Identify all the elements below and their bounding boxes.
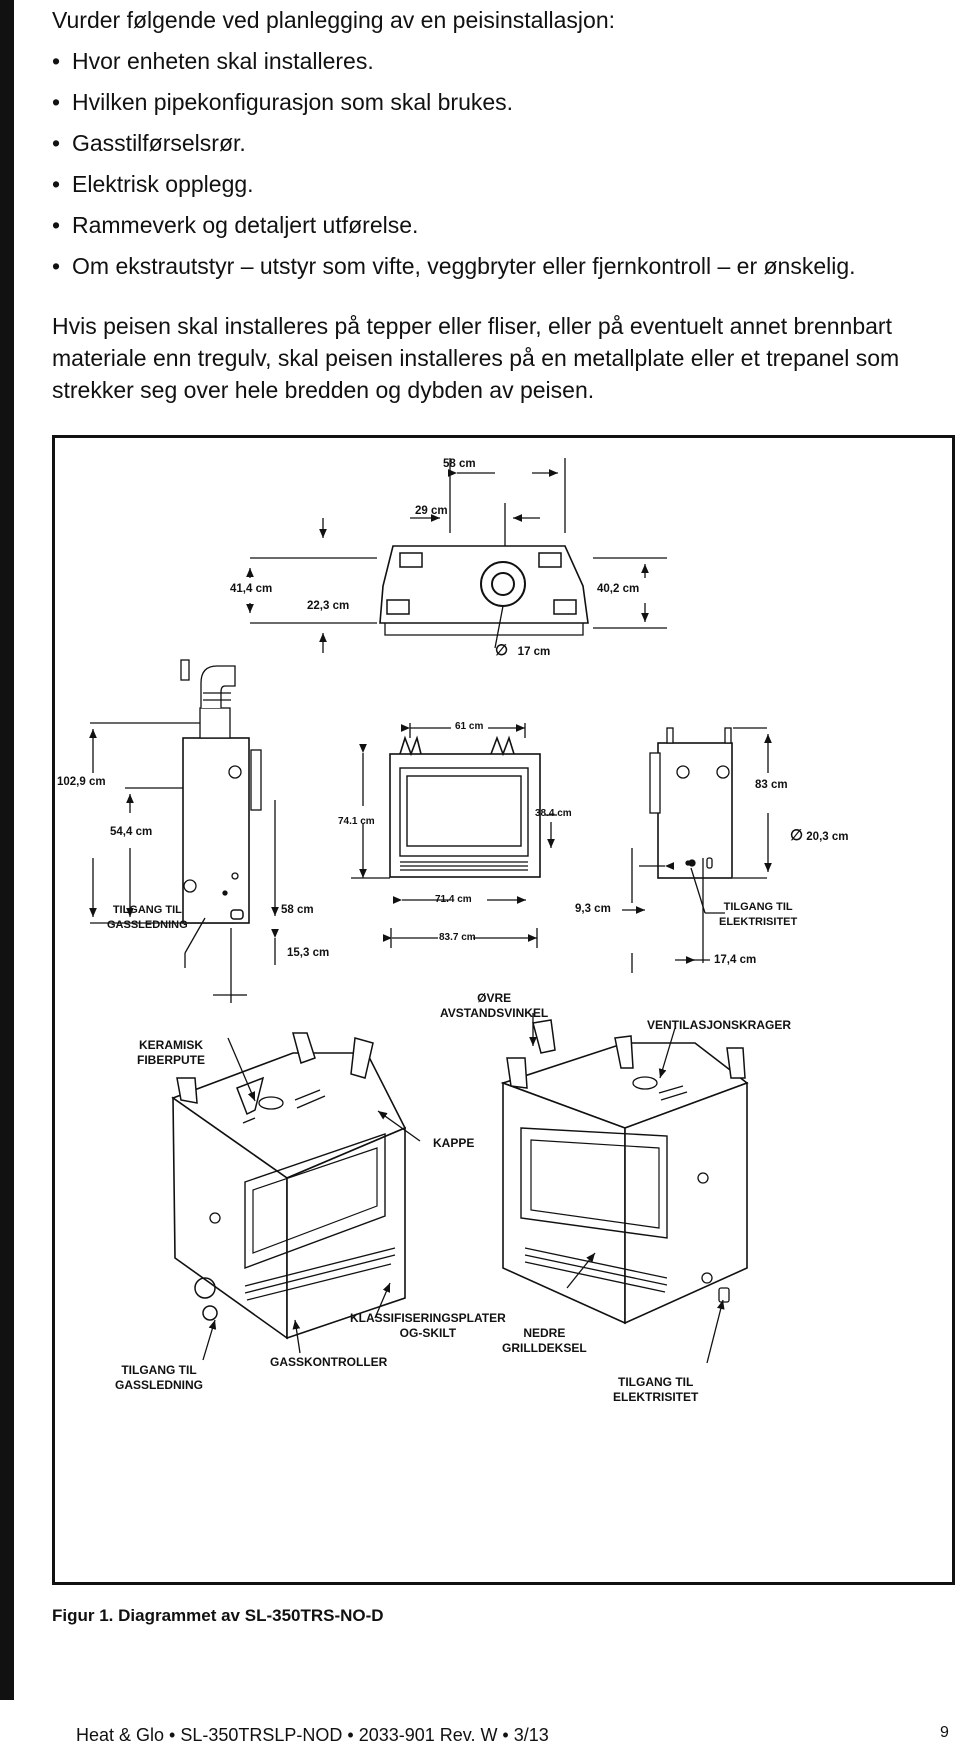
dim-side-height: 54,4 cm (110, 826, 153, 838)
dim-base-58: 58 cm (281, 904, 314, 916)
dim-top-width: 58 cm (443, 458, 476, 470)
page-margin-bar (0, 0, 14, 1700)
dim-overall-height: 102,9 cm (57, 776, 106, 788)
figure-caption: Figur 1. Diagrammet av SL-350TRS-NO-D (52, 1606, 384, 1625)
fireplace-diagram: 58 cm 29 cm 41,4 cm 22,3 cm 40,2 cm ∅ 17… (52, 435, 955, 1585)
installation-paragraph: Hvis peisen skal installeres på tepper e… (52, 313, 900, 403)
dim-right-depth: 40,2 cm (597, 583, 640, 595)
bullet-icon: • (52, 253, 61, 279)
dim-right-93: 9,3 cm (575, 903, 611, 915)
iso-right-fireplace (500, 1013, 749, 1364)
list-item: •Rammeverk og detaljert utførelse. (52, 205, 952, 246)
diameter-icon: ∅ (495, 642, 509, 659)
consideration-list: •Hvor enheten skal installeres. •Hvilken… (52, 41, 952, 287)
bullet-icon: • (52, 89, 61, 115)
dim-front-714: 71.4 cm (435, 894, 472, 905)
dim-flue-diameter: ∅ 17 cm (495, 642, 551, 659)
dim-right-174: 17,4 cm (714, 954, 757, 966)
label-vent-collar: VENTILASJONSKRAGER (647, 1018, 792, 1032)
intro-section: Vurder følgende ved planlegging av en pe… (52, 0, 952, 287)
bullet-icon: • (52, 48, 61, 74)
bullet-icon: • (52, 130, 61, 156)
label-hood: KAPPE (433, 1136, 475, 1150)
dim-top-half: 29 cm (415, 505, 448, 517)
intro-lead: Vurder følgende ved planlegging av en pe… (52, 7, 616, 33)
page-footer: Heat & Glo • SL-350TRSLP-NOD • 2033-901 … (76, 1725, 549, 1745)
bullet-icon: • (52, 171, 61, 197)
label-gas-controls: GASSKONTROLLER (270, 1355, 388, 1369)
diagram-drawing (89, 458, 772, 1364)
dim-right-height: 83 cm (755, 779, 788, 791)
list-item: •Elektrisk opplegg. (52, 164, 952, 205)
dim-left-depth: 41,4 cm (230, 583, 273, 595)
diameter-icon: ∅ (790, 827, 804, 844)
dim-front-top-width: 61 cm (455, 721, 484, 732)
list-item: •Gasstilførselsrør. (52, 123, 952, 164)
dim-base-153: 15,3 cm (287, 947, 330, 959)
dim-front-opening: 38.4 cm (535, 808, 572, 819)
list-item: •Hvilken pipekonfigurasjon som skal bruk… (52, 82, 952, 123)
dim-right-flue: ∅ 20,3 cm (790, 827, 849, 844)
iso-left-fireplace (171, 1032, 421, 1361)
left-side-view (89, 659, 279, 1003)
page-number: 9 (940, 1724, 949, 1741)
list-item: •Hvor enheten skal installeres. (52, 41, 952, 82)
front-view (351, 723, 557, 948)
top-view (246, 458, 667, 653)
dim-front-837: 83.7 cm (439, 932, 476, 943)
bullet-icon: • (52, 212, 61, 238)
right-side-view (622, 727, 772, 973)
dim-front-height: 74.1 cm (338, 816, 375, 827)
list-item: •Om ekstrautstyr – utstyr som vifte, veg… (52, 246, 952, 287)
dim-left-inner: 22,3 cm (307, 600, 350, 612)
